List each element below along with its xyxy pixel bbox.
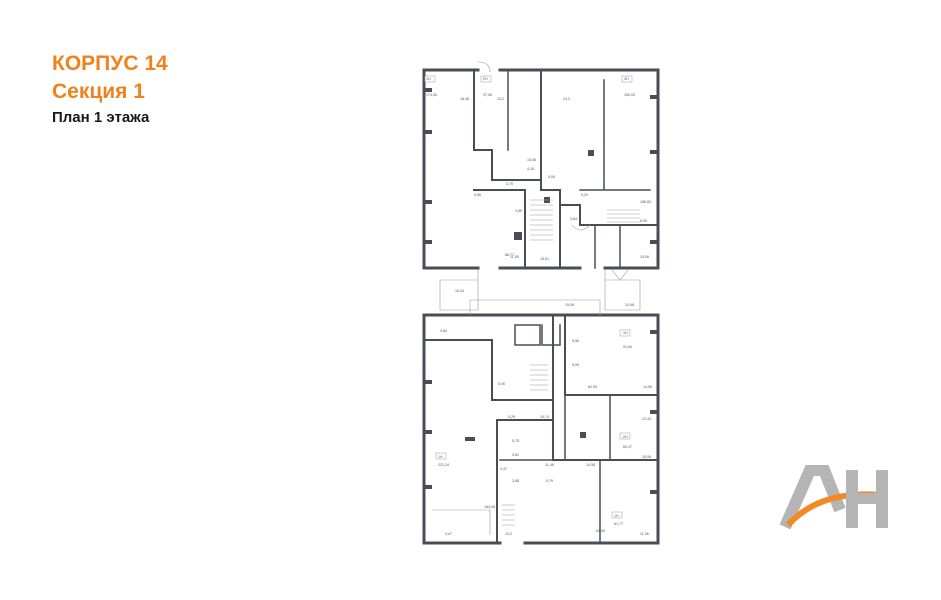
dim-label: 4,16	[527, 167, 534, 171]
room-tag-7: 1H	[438, 455, 443, 459]
room-tag-1: 1H	[426, 77, 431, 81]
dim-label: 3,47	[500, 467, 507, 471]
dim-label: 13,2	[563, 97, 570, 101]
room-area-1: 174,06	[426, 93, 437, 97]
room-labels: 1H 174,06 2H 37,06 3H 150,03 86,77 1H 91…	[426, 77, 635, 526]
dim-label: 3,59	[515, 209, 522, 213]
dim-label: 3,62	[512, 453, 519, 457]
room-area-8: 81,77	[614, 522, 623, 526]
plan-title: План 1 этажа	[52, 109, 150, 126]
dimension-labels: 18,48 13,2 13,2 15,06 4,16 3,75 5,06 5,5…	[440, 97, 652, 536]
dim-label: 5,56	[474, 193, 481, 197]
building-title: КОРПУС 14	[52, 52, 168, 75]
room-area-3: 150,03	[624, 93, 635, 97]
room-tag-5: 1H	[623, 331, 628, 335]
dim-label: 13,2	[497, 97, 504, 101]
dim-label: 11,46	[545, 463, 554, 467]
room-area-6: 60,37	[623, 445, 632, 449]
dim-label: 15,51	[540, 257, 549, 261]
dim-label: 3,75	[506, 182, 513, 186]
wall-lines	[422, 68, 660, 545]
dim-label: 14,50	[643, 385, 652, 389]
dim-label: 15,06	[527, 158, 536, 162]
dim-label: 5,79	[546, 479, 553, 483]
dim-label: 5,24	[581, 193, 588, 197]
dim-label: 15,06	[565, 303, 574, 307]
dim-label: 15,06	[642, 455, 651, 459]
stair-hatch	[502, 199, 640, 526]
dim-label: 5,95	[572, 363, 579, 367]
dim-label: 5,29	[508, 415, 515, 419]
room-tag-6: 2H	[623, 435, 628, 439]
dim-label: 5,06	[548, 175, 555, 179]
dim-label: 11,06	[640, 532, 649, 536]
dim-label: 62,99	[588, 385, 597, 389]
room-area-5: 91,84	[623, 345, 632, 349]
dim-label: 54,59	[596, 529, 605, 533]
dim-label: 13,2	[505, 532, 512, 536]
room-tag-3: 3H	[624, 77, 629, 81]
thin-lines	[432, 61, 641, 535]
dim-label: 186,83	[640, 200, 651, 204]
dim-label: 12,43	[642, 417, 651, 421]
dim-label: 10,74	[540, 415, 549, 419]
dim-label: 6,95	[640, 219, 647, 223]
an-logo	[780, 465, 888, 530]
dim-label: 5,75	[512, 439, 519, 443]
room-area-7: 221,24	[438, 463, 449, 467]
dim-label: 3,47	[445, 532, 452, 536]
dim-label: 3,88	[512, 479, 519, 483]
dim-label: 3,84	[570, 217, 577, 221]
room-area-4: 86,77	[505, 253, 514, 257]
dim-label: 15,06	[640, 255, 649, 259]
room-tag-2: 2H	[483, 77, 488, 81]
room-area-2: 37,06	[483, 93, 492, 97]
dim-label: 164,06	[484, 505, 495, 509]
furniture-marks	[424, 75, 633, 519]
dim-label: 18,48	[460, 97, 469, 101]
room-tag-8: 1H	[614, 514, 619, 518]
section-title: Секция 1	[52, 80, 145, 103]
dim-label: 13,98	[625, 303, 634, 307]
dim-label: 5,56	[572, 339, 579, 343]
dim-label: 14,58	[586, 463, 595, 467]
dim-label: 5,06	[498, 382, 505, 386]
dim-label: 3,84	[440, 329, 447, 333]
dim-label: 16,34	[455, 289, 464, 293]
heading-block: КОРПУС 14 Секция 1 План 1 этажа	[52, 50, 168, 128]
dim-label: 11,59	[510, 255, 519, 259]
